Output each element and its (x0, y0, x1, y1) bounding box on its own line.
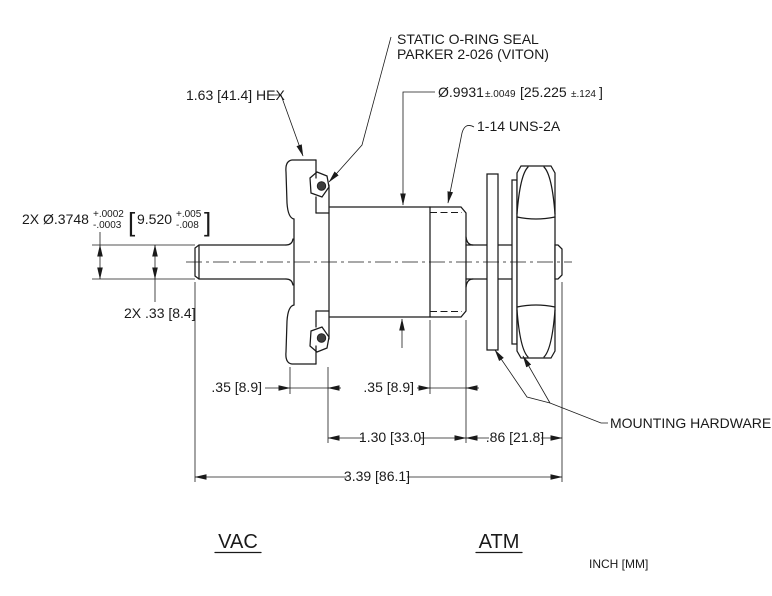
oring-cross-section-bottom (316, 333, 327, 343)
body-diameter-leader (399, 91, 435, 348)
pin-dia-bracket-close: ] (204, 207, 211, 237)
hex-callout: 1.63 [41.4] HEX (186, 87, 286, 103)
body-dia-close: ] (599, 84, 603, 100)
body-dia-main: Ø.9931 (438, 84, 484, 100)
extension-lines (194, 282, 563, 482)
hex-leader (271, 94, 304, 157)
mounting-hardware-callout: MOUNTING HARDWARE (610, 415, 771, 431)
pin-dia-tol-minus: -.0003 (93, 220, 122, 231)
oring-groove-bottom (309, 326, 330, 353)
oring-callout-line2: PARKER 2-026 (VITON) (397, 46, 549, 62)
thread-leader (447, 125, 475, 204)
body-diameter-callout: Ø.9931 ±.0049 [25.225 ±.124 ] (438, 84, 603, 100)
pin-exposed-dim: 2X .33 [8.4] (124, 305, 196, 321)
oring-groove-top (309, 171, 330, 198)
pin-dia-prefix: 2X Ø.3748 (22, 211, 89, 227)
pin-diameter-dimension (92, 232, 195, 302)
body-dia-mm: [25.225 (520, 84, 567, 100)
body-dia-tol: ±.0049 (485, 89, 516, 100)
pin-diameter-text: 2X Ø.3748 +.0002 -.0003 [ 9.520 +.005 -.… (22, 207, 211, 237)
units-label: INCH [MM] (589, 557, 648, 571)
thread-callout: 1-14 UNS-2A (477, 118, 561, 134)
overall-length-dim: 3.39 [86.1] (344, 468, 410, 484)
oring-cross-section-top (316, 181, 327, 191)
thread-length-dim: .35 [8.9] (363, 379, 414, 395)
mounting-nut (516, 165, 556, 359)
body-length-dim: 1.30 [33.0] (359, 429, 425, 445)
atm-label: ATM (479, 531, 520, 553)
pin-dia-mm-plus: +.005 (176, 209, 202, 220)
pin-dia-mm: 9.520 (137, 211, 172, 227)
pin-dia-mm-minus: -.008 (176, 220, 199, 231)
pin-dia-bracket-open: [ (128, 207, 136, 237)
vac-label: VAC (218, 531, 258, 553)
body-dia-mm-tol: ±.124 (571, 89, 596, 100)
side-labels: VAC ATM INCH [MM] (214, 531, 648, 571)
oring-leader (328, 36, 392, 183)
mounting-hardware-leader (494, 349, 608, 424)
hardware-length-dim: .86 [21.8] (486, 429, 544, 445)
pin-dia-tol-plus: +.0002 (93, 209, 124, 220)
oring-callout-line1: STATIC O-RING SEAL (397, 31, 539, 47)
flange-thickness-dim: .35 [8.9] (211, 379, 262, 395)
